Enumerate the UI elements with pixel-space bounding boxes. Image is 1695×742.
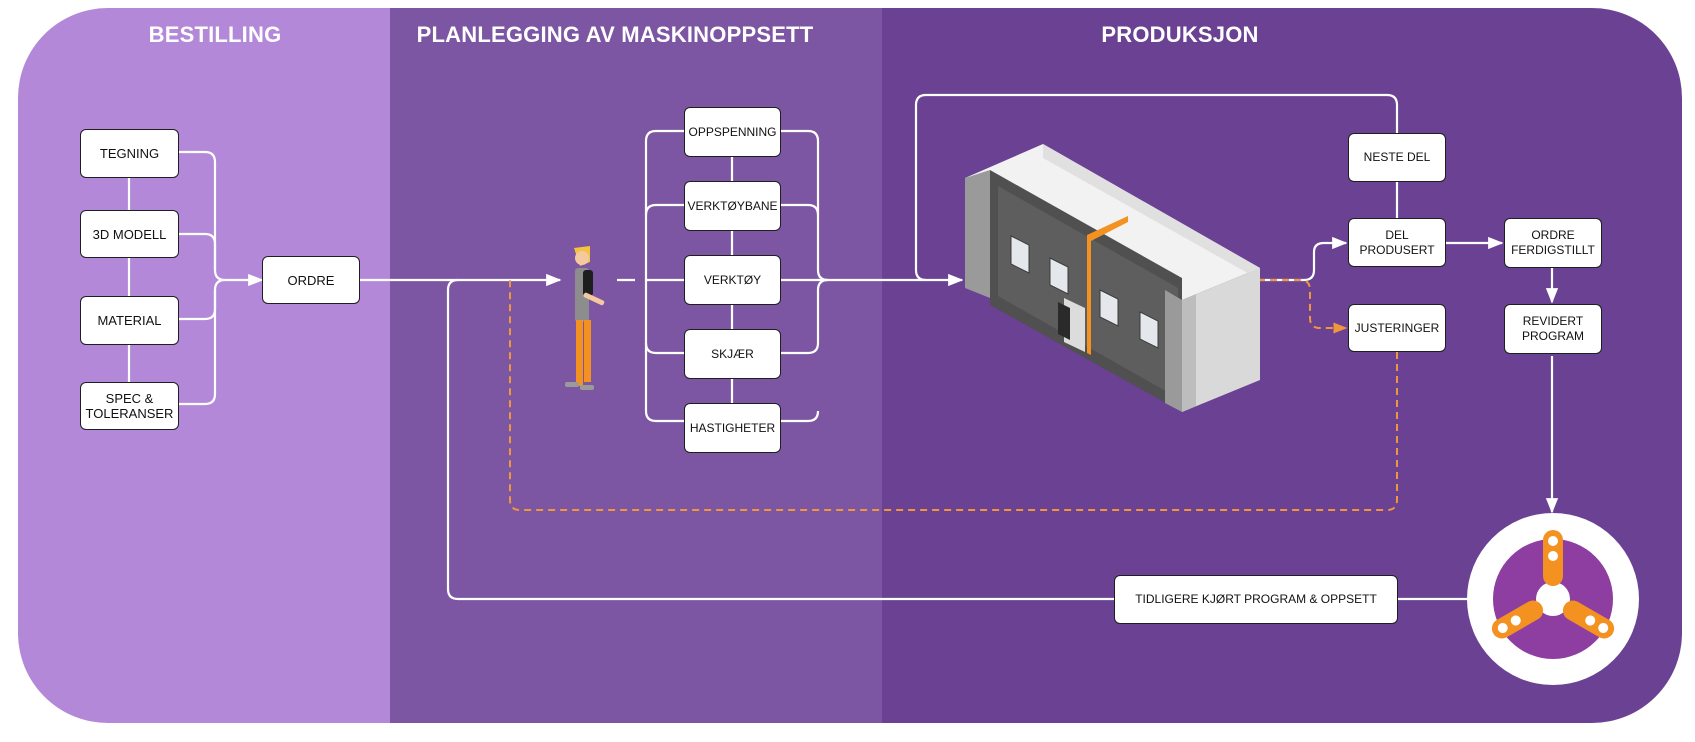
order-completed-box: ORDRE FERDIGSTILLT [1504, 218, 1602, 268]
drawing-box: TEGNING [80, 129, 179, 178]
section-title-planning: PLANLEGGING AV MASKINOPPSETT [416, 22, 814, 47]
section-planning-bg [390, 8, 882, 723]
connectors [127, 93, 1559, 601]
material-box: MATERIAL [80, 296, 179, 345]
3d-model-box: 3D MODELL [80, 210, 179, 258]
operator-figure [565, 246, 605, 390]
part-produced-box: DEL PRODUSERT [1348, 218, 1446, 267]
cnc-machine-illustration [965, 144, 1260, 412]
section-order-bg [18, 8, 390, 723]
cutter-box: SKJÆR [684, 329, 781, 379]
program-logo-icon [1467, 513, 1639, 685]
revised-program-box: REVIDERT PROGRAM [1504, 304, 1602, 354]
clamping-box: OPPSPENNING [684, 107, 781, 157]
order-box: ORDRE [262, 256, 360, 304]
tool-box: VERKTØY [684, 255, 781, 305]
adjustment-feedback-lines [509, 279, 1398, 511]
next-part-box: NESTE DEL [1348, 133, 1446, 182]
section-title-order: BESTILLING [148, 22, 282, 47]
section-title-production: PRODUKSJON [1101, 22, 1259, 47]
section-backgrounds [18, 8, 1682, 723]
spec-tolerances-box: SPEC & TOLERANSER [80, 382, 179, 430]
previous-program-box: TIDLIGERE KJØRT PROGRAM & OPPSETT [1114, 575, 1398, 624]
toolpath-box: VERKTØYBANE [684, 181, 781, 231]
adjustments-box: JUSTERINGER [1348, 304, 1446, 352]
speeds-box: HASTIGHETER [684, 403, 781, 453]
